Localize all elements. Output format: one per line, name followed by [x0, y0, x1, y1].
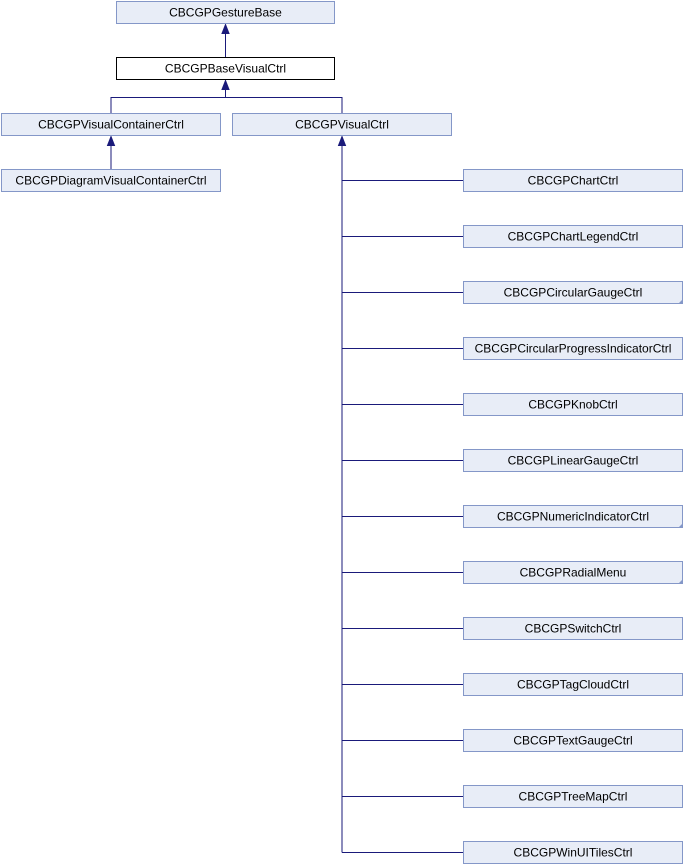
class-node-radial-menu[interactable]: CBCGPRadialMenu	[463, 561, 683, 584]
inheritance-edge	[110, 97, 226, 114]
class-node-label: CBCGPChartCtrl	[528, 174, 619, 188]
class-node-visual-container-ctrl[interactable]: CBCGPVisualContainerCtrl	[1, 113, 221, 136]
class-node-label: CBCGPVisualContainerCtrl	[38, 118, 184, 132]
class-node-label: CBCGPChartLegendCtrl	[508, 230, 639, 244]
class-node-circular-progress-indicator-ctrl[interactable]: CBCGPCircularProgressIndicatorCtrl	[463, 337, 683, 360]
truncated-corner-icon	[678, 523, 683, 528]
inheritance-arrow-icon	[106, 135, 116, 146]
class-node-gesture-base[interactable]: CBCGPGestureBase	[116, 1, 335, 24]
class-node-label: CBCGPBaseVisualCtrl	[165, 62, 286, 76]
class-node-box[interactable]	[232, 113, 452, 136]
class-node-diagram-visual-container-ctrl[interactable]: CBCGPDiagramVisualContainerCtrl	[1, 169, 221, 192]
class-node-label: CBCGPTextGaugeCtrl	[513, 734, 632, 748]
class-node-label: CBCGPKnobCtrl	[528, 398, 617, 412]
inheritance-edge	[225, 97, 343, 114]
class-node-label: CBCGPNumericIndicatorCtrl	[497, 510, 649, 524]
class-node-label: CBCGPVisualCtrl	[295, 118, 389, 132]
class-node-label: CBCGPTagCloudCtrl	[517, 678, 629, 692]
class-node-switch-ctrl[interactable]: CBCGPSwitchCtrl	[463, 617, 683, 640]
class-node-box[interactable]	[1, 169, 221, 192]
edges-layer	[106, 23, 464, 853]
class-node-box[interactable]	[116, 1, 335, 24]
class-node-visual-ctrl[interactable]: CBCGPVisualCtrl	[232, 113, 452, 136]
class-node-label: CBCGPSwitchCtrl	[525, 622, 622, 636]
class-node-tag-cloud-ctrl[interactable]: CBCGPTagCloudCtrl	[463, 673, 683, 696]
class-node-label: CBCGPDiagramVisualContainerCtrl	[15, 174, 206, 188]
class-node-label: CBCGPLinearGaugeCtrl	[508, 454, 639, 468]
inheritance-arrow-icon	[221, 79, 230, 90]
class-node-label: CBCGPWinUITilesCtrl	[514, 846, 633, 860]
class-node-label: CBCGPCircularGaugeCtrl	[504, 286, 643, 300]
inheritance-arrow-icon	[337, 135, 347, 146]
class-node-box[interactable]	[1, 113, 221, 136]
class-node-text-gauge-ctrl[interactable]: CBCGPTextGaugeCtrl	[463, 729, 683, 752]
class-node-tree-map-ctrl[interactable]: CBCGPTreeMapCtrl	[463, 785, 683, 808]
class-node-label: CBCGPCircularProgressIndicatorCtrl	[475, 342, 672, 356]
inheritance-arrow-icon	[221, 23, 230, 34]
class-node-win-ui-tiles-ctrl[interactable]: CBCGPWinUITilesCtrl	[463, 841, 683, 864]
class-node-chart-ctrl[interactable]: CBCGPChartCtrl	[463, 169, 683, 192]
truncated-corner-icon	[678, 579, 683, 584]
class-node-chart-legend-ctrl[interactable]: CBCGPChartLegendCtrl	[463, 225, 683, 248]
truncated-corner-icon	[678, 299, 683, 304]
class-node-circular-gauge-ctrl[interactable]: CBCGPCircularGaugeCtrl	[463, 281, 683, 304]
class-node-box	[116, 57, 335, 80]
class-node-label: CBCGPTreeMapCtrl	[519, 790, 628, 804]
class-node-linear-gauge-ctrl[interactable]: CBCGPLinearGaugeCtrl	[463, 449, 683, 472]
class-node-base-visual-ctrl: CBCGPBaseVisualCtrl	[116, 57, 335, 80]
class-node-numeric-indicator-ctrl[interactable]: CBCGPNumericIndicatorCtrl	[463, 505, 683, 528]
class-node-label: CBCGPRadialMenu	[520, 566, 627, 580]
class-node-label: CBCGPGestureBase	[169, 6, 282, 20]
class-node-knob-ctrl[interactable]: CBCGPKnobCtrl	[463, 393, 683, 416]
